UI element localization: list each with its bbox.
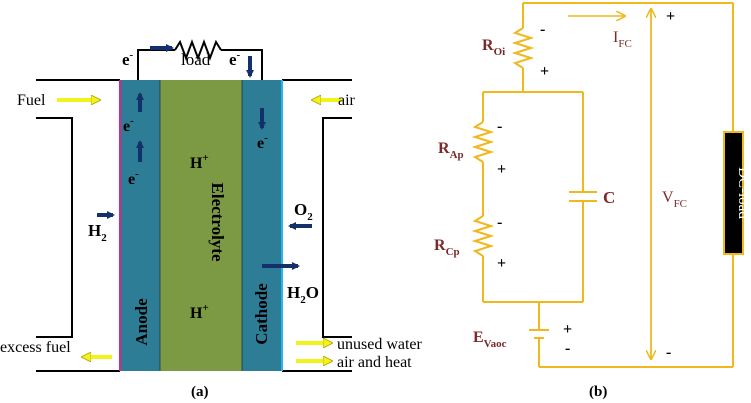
vfc-minus: - — [666, 344, 671, 361]
air-and-heat-label: air and heat — [337, 354, 412, 371]
anode-block — [120, 80, 160, 371]
air-label: air — [338, 92, 356, 109]
roi-plus: + — [540, 63, 549, 80]
electron-label-left: e- — [122, 49, 134, 69]
rap-minus: - — [497, 118, 502, 135]
rcp-minus: - — [497, 214, 502, 231]
cap-label: C — [603, 188, 615, 207]
electrolyte-label: Electrolyte — [208, 183, 227, 262]
load-resistor-icon — [174, 39, 222, 61]
vfc-plus: + — [666, 8, 675, 25]
fuel-label: Fuel — [17, 92, 46, 109]
anode-electron-label-2: e- — [128, 168, 139, 188]
dc-load-box — [723, 131, 744, 255]
o2-label: O2 — [294, 200, 313, 223]
cathode-electron-label: e- — [257, 132, 268, 152]
rap-label: RAp — [438, 140, 464, 161]
anode-electron-label-1: e- — [123, 115, 134, 135]
roi-label: ROi — [482, 37, 505, 58]
inner-left-channel — [36, 117, 73, 338]
rcp-resistor — [471, 215, 495, 257]
cathode-label: Cathode — [252, 283, 271, 345]
electron-label-right: e- — [229, 49, 241, 69]
rap-plus: + — [497, 161, 506, 178]
ifc-label: IFC — [613, 29, 632, 50]
source-minus: - — [565, 340, 570, 357]
h2o-label: H2O — [287, 283, 319, 306]
anode-label: Anode — [132, 298, 151, 346]
panel-a: e- load e- Fuel air e- e- e- H2 O2 H2O H… — [0, 39, 423, 400]
h-plus-label-bottom: H+ — [190, 302, 209, 322]
panel-a-caption: (a) — [191, 384, 209, 400]
h2-label: H2 — [88, 221, 107, 244]
dc-load-label: DC-load — [735, 167, 751, 219]
evaoc-label: EVaoc — [473, 329, 507, 350]
unused-water-label: unused water — [337, 336, 423, 353]
panel-b: ROi - + RAp - + RCp - + C EVaoc + - IF — [434, 2, 751, 400]
roi-resistor — [511, 27, 535, 69]
electrolyte-block — [160, 80, 242, 371]
load-label: load — [181, 50, 211, 69]
circuit-wire-right — [221, 49, 263, 80]
source-plus: + — [563, 321, 572, 338]
rcp-plus: + — [497, 255, 506, 272]
roi-minus: - — [540, 21, 545, 38]
vfc-label: VFC — [662, 189, 687, 210]
h-plus-label-top: H+ — [190, 152, 209, 172]
inner-right-channel — [322, 117, 352, 338]
rcp-label: RCp — [434, 237, 460, 258]
excess-fuel-label: excess fuel — [0, 339, 71, 356]
rap-resistor — [471, 121, 495, 163]
panel-b-caption: (b) — [589, 384, 607, 400]
circuit-wire-left — [137, 49, 175, 80]
